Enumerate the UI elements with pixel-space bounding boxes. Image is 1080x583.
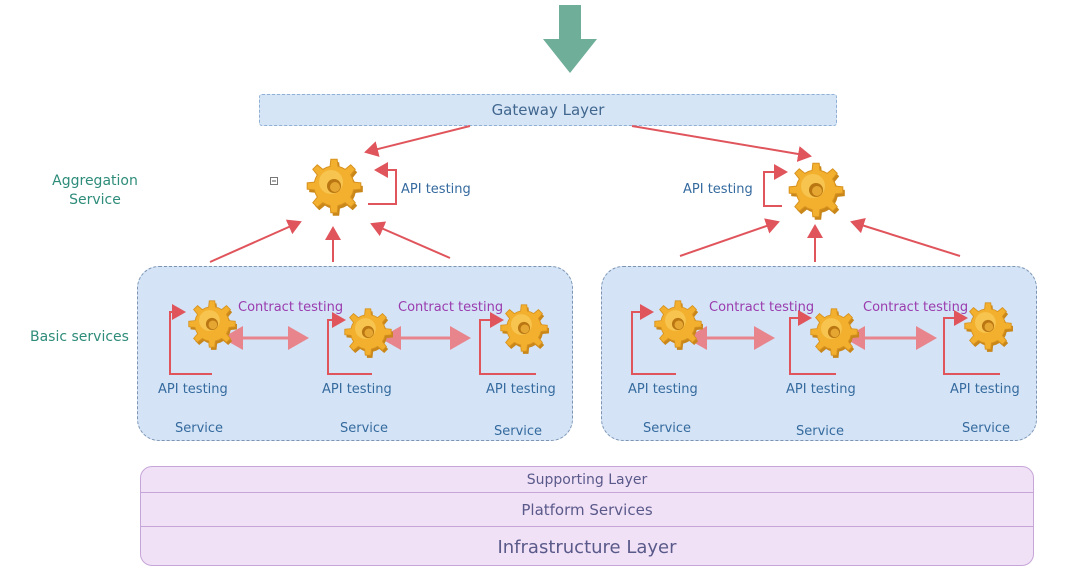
down-arrow-icon (543, 5, 597, 73)
api-testing-label: API testing (401, 182, 471, 197)
basic-services-label: Basic services (30, 329, 129, 345)
api-testing-label: API testing (786, 382, 856, 397)
api-testing-label: API testing (950, 382, 1020, 397)
infrastructure-layer: Infrastructure Layer (497, 536, 677, 558)
service-gear-icon (500, 304, 549, 354)
service-group-left (137, 266, 573, 441)
api-testing-label: API testing (158, 382, 228, 397)
service-gear-icon (344, 308, 393, 358)
contract-testing-label: Contract testing (863, 300, 969, 315)
api-testing-label: API testing (683, 182, 753, 197)
service-gear-icon (964, 302, 1013, 352)
service-label: Service (494, 424, 543, 439)
service-label: Service (643, 421, 692, 436)
aggregation-gear-right-icon (788, 162, 845, 220)
aggregation-label: Aggregation Service (52, 173, 138, 208)
contract-testing-label: Contract testing (238, 300, 344, 315)
api-testing-label: API testing (486, 382, 556, 397)
supporting-layer: Supporting Layer (141, 467, 1033, 493)
contract-testing-label: Contract testing (398, 300, 504, 315)
service-group-right (601, 266, 1037, 441)
service-gear-icon (654, 300, 703, 350)
contract-testing-label: Contract testing (709, 300, 815, 315)
api-testing-label: API testing (322, 382, 392, 397)
platform-services-layer: Platform Services (141, 493, 1033, 527)
supporting-layers: Supporting Layer Platform Services Infra… (140, 466, 1034, 566)
api-testing-label: API testing (628, 382, 698, 397)
service-label: Service (175, 421, 224, 436)
minus-box-icon (270, 177, 278, 185)
aggregation-gear-left-icon (306, 158, 363, 216)
service-label: Service (962, 421, 1011, 436)
service-gear-icon (810, 308, 859, 358)
gateway-layer: Gateway Layer (259, 94, 837, 126)
service-gear-icon (188, 300, 237, 350)
service-label: Service (340, 421, 389, 436)
service-label: Service (796, 424, 845, 439)
